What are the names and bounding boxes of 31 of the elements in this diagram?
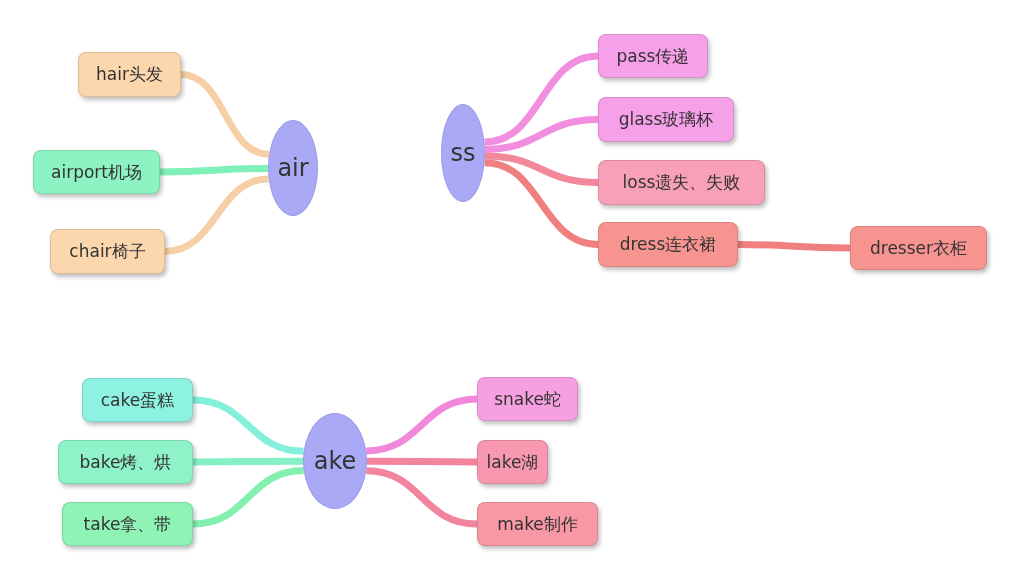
branch-line bbox=[164, 175, 270, 255]
topic-ellipse: air bbox=[268, 120, 318, 216]
branch-line bbox=[193, 457, 303, 466]
word-box: chair椅子 bbox=[50, 229, 165, 274]
word-box: snake蛇 bbox=[477, 377, 578, 421]
branch-line bbox=[192, 396, 304, 455]
word-box: bake烤、烘 bbox=[58, 440, 193, 484]
branch-line bbox=[180, 71, 270, 158]
branch-line bbox=[366, 467, 478, 528]
word-box: pass传递 bbox=[598, 34, 708, 78]
word-box: airport机场 bbox=[33, 150, 160, 194]
branch-line bbox=[367, 457, 477, 466]
word-box: make制作 bbox=[477, 502, 598, 546]
word-box: dress连衣裙 bbox=[598, 222, 738, 267]
word-box: lake湖 bbox=[477, 440, 548, 484]
branch-line bbox=[366, 395, 478, 455]
word-box: dresser衣柜 bbox=[850, 226, 987, 270]
word-box: hair头发 bbox=[78, 52, 181, 97]
branch-line bbox=[737, 241, 851, 252]
word-box: cake蛋糕 bbox=[82, 378, 193, 422]
branch-line bbox=[484, 159, 599, 248]
word-box: loss遗失、失败 bbox=[598, 160, 765, 205]
branch-line bbox=[192, 467, 304, 528]
branch-line bbox=[484, 52, 599, 146]
word-box: glass玻璃杯 bbox=[598, 97, 734, 142]
word-box: take拿、带 bbox=[62, 502, 193, 546]
topic-ellipse: ake bbox=[303, 413, 367, 509]
branch-line bbox=[484, 116, 599, 153]
branch-line bbox=[484, 152, 599, 186]
branch-line bbox=[159, 165, 269, 176]
topic-ellipse: ss bbox=[441, 104, 485, 202]
